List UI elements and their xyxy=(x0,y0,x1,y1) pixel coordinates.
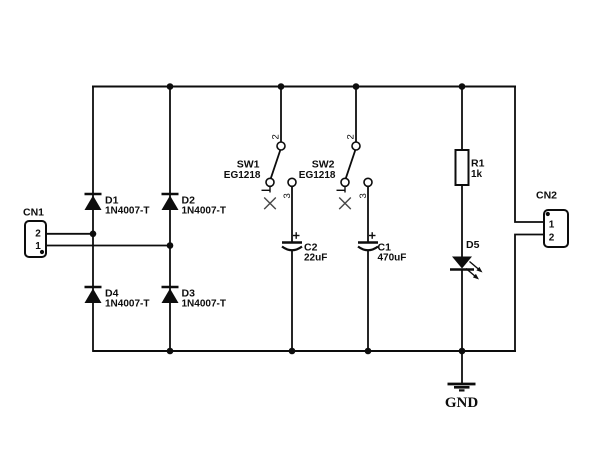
gnd-symbol: GND xyxy=(445,382,479,411)
c2-capacitor-symbol: C2 22uF xyxy=(281,232,327,264)
c1-plus-icon xyxy=(369,232,376,239)
d3-diode-symbol: D3 1N4007-T xyxy=(161,285,226,310)
d5-anode-triangle xyxy=(452,256,472,269)
cn2-pin1-marker-dot xyxy=(545,211,550,217)
junction-dot xyxy=(166,347,174,355)
d4-value-label: 1N4007-T xyxy=(105,299,149,310)
d4-anode-triangle xyxy=(84,288,102,303)
sw1-switch-symbol: SW1 EG1218 2 3 xyxy=(224,134,297,210)
sw2-ref-label: SW2 xyxy=(312,159,335,171)
c2-plus-icon xyxy=(293,232,300,239)
d1-anode-triangle xyxy=(84,195,102,210)
cn1-ref-label: CN1 xyxy=(23,207,44,219)
cn2-pin1-number: 1 xyxy=(549,220,555,231)
r1-ref-label: R1 xyxy=(471,158,485,170)
d4-diode-symbol: D4 1N4007-T xyxy=(84,285,149,310)
junction-dots xyxy=(89,83,466,355)
sw2-pin3-terminal xyxy=(363,177,373,188)
junction-dot xyxy=(166,83,174,90)
d1-ref-label: D1 xyxy=(105,195,119,207)
r1-value-label: 1k xyxy=(471,169,483,180)
d5-ref-label: D5 xyxy=(466,239,480,251)
sw2-pin2-number: 2 xyxy=(346,134,357,139)
sw1-pin2-number: 2 xyxy=(271,134,282,139)
sw2-no-connect-x-icon xyxy=(338,197,352,210)
sw2-switch-symbol: SW2 EG1218 2 3 xyxy=(299,134,373,210)
c1-capacitor-symbol: C1 470uF xyxy=(357,232,407,264)
junction-dot xyxy=(277,83,285,90)
junction-dot xyxy=(166,242,174,249)
r1-resistor-symbol: R1 1k xyxy=(454,149,485,186)
junction-dot xyxy=(364,347,372,355)
junction-dot xyxy=(89,230,97,238)
sw2-lever xyxy=(344,148,357,180)
sw1-lever xyxy=(269,148,282,180)
sw1-value-label: EG1218 xyxy=(224,170,261,181)
cn1-pin1-number: 1 xyxy=(35,241,41,252)
d3-ref-label: D3 xyxy=(182,288,196,300)
cn1-body xyxy=(24,220,47,258)
sw2-value-label: EG1218 xyxy=(299,170,336,181)
r1-body xyxy=(454,149,470,186)
d3-anode-triangle xyxy=(161,288,179,303)
d1-diode-symbol: D1 1N4007-T xyxy=(84,192,149,217)
sw2-pin1-terminal xyxy=(340,177,350,188)
c1-value-label: 470uF xyxy=(378,253,407,264)
sw2-pin3-number: 3 xyxy=(358,193,369,198)
sw1-ref-label: SW1 xyxy=(237,159,260,171)
junction-dot xyxy=(352,83,360,90)
sw1-pin1-terminal xyxy=(265,177,275,188)
cn1-pin2-number: 2 xyxy=(35,229,41,240)
junction-dot xyxy=(458,347,466,355)
cn2-pin2-number: 2 xyxy=(549,233,555,244)
sw1-pin3-number: 3 xyxy=(282,193,293,198)
c2-negative-plate xyxy=(281,245,303,252)
junction-dot xyxy=(288,347,296,355)
sw2-pin2-terminal xyxy=(351,141,361,151)
sw1-no-connect-x-icon xyxy=(263,197,277,210)
d2-ref-label: D2 xyxy=(182,195,196,207)
d4-ref-label: D4 xyxy=(105,288,119,300)
c1-ref-label: C1 xyxy=(378,242,392,254)
cn2-pin1-wire xyxy=(514,85,545,223)
cn1-pin1-marker-dot xyxy=(39,249,45,255)
d3-value-label: 1N4007-T xyxy=(182,299,226,310)
cn2-pin2-wire xyxy=(514,233,545,352)
cn2-connector-symbol: CN2 1 2 xyxy=(536,190,569,248)
junction-dot xyxy=(458,83,466,90)
c2-ref-label: C2 xyxy=(304,242,318,254)
d2-anode-triangle xyxy=(161,195,179,210)
c2-value-label: 22uF xyxy=(304,253,327,264)
gnd-label: GND xyxy=(445,395,479,411)
sw1-pin3-terminal xyxy=(287,177,297,188)
d2-value-label: 1N4007-T xyxy=(182,206,226,217)
wires xyxy=(45,85,545,384)
cn2-body xyxy=(543,209,569,248)
cn2-ref-label: CN2 xyxy=(536,190,557,202)
cn1-connector-symbol: CN1 2 1 xyxy=(23,207,47,258)
d5-emission-arrow-icon xyxy=(465,260,483,280)
d1-value-label: 1N4007-T xyxy=(105,206,149,217)
sw1-pin2-terminal xyxy=(276,141,286,151)
d5-led-symbol: D5 xyxy=(450,239,483,280)
d2-diode-symbol: D2 1N4007-T xyxy=(161,192,226,217)
c1-negative-plate xyxy=(357,245,379,252)
